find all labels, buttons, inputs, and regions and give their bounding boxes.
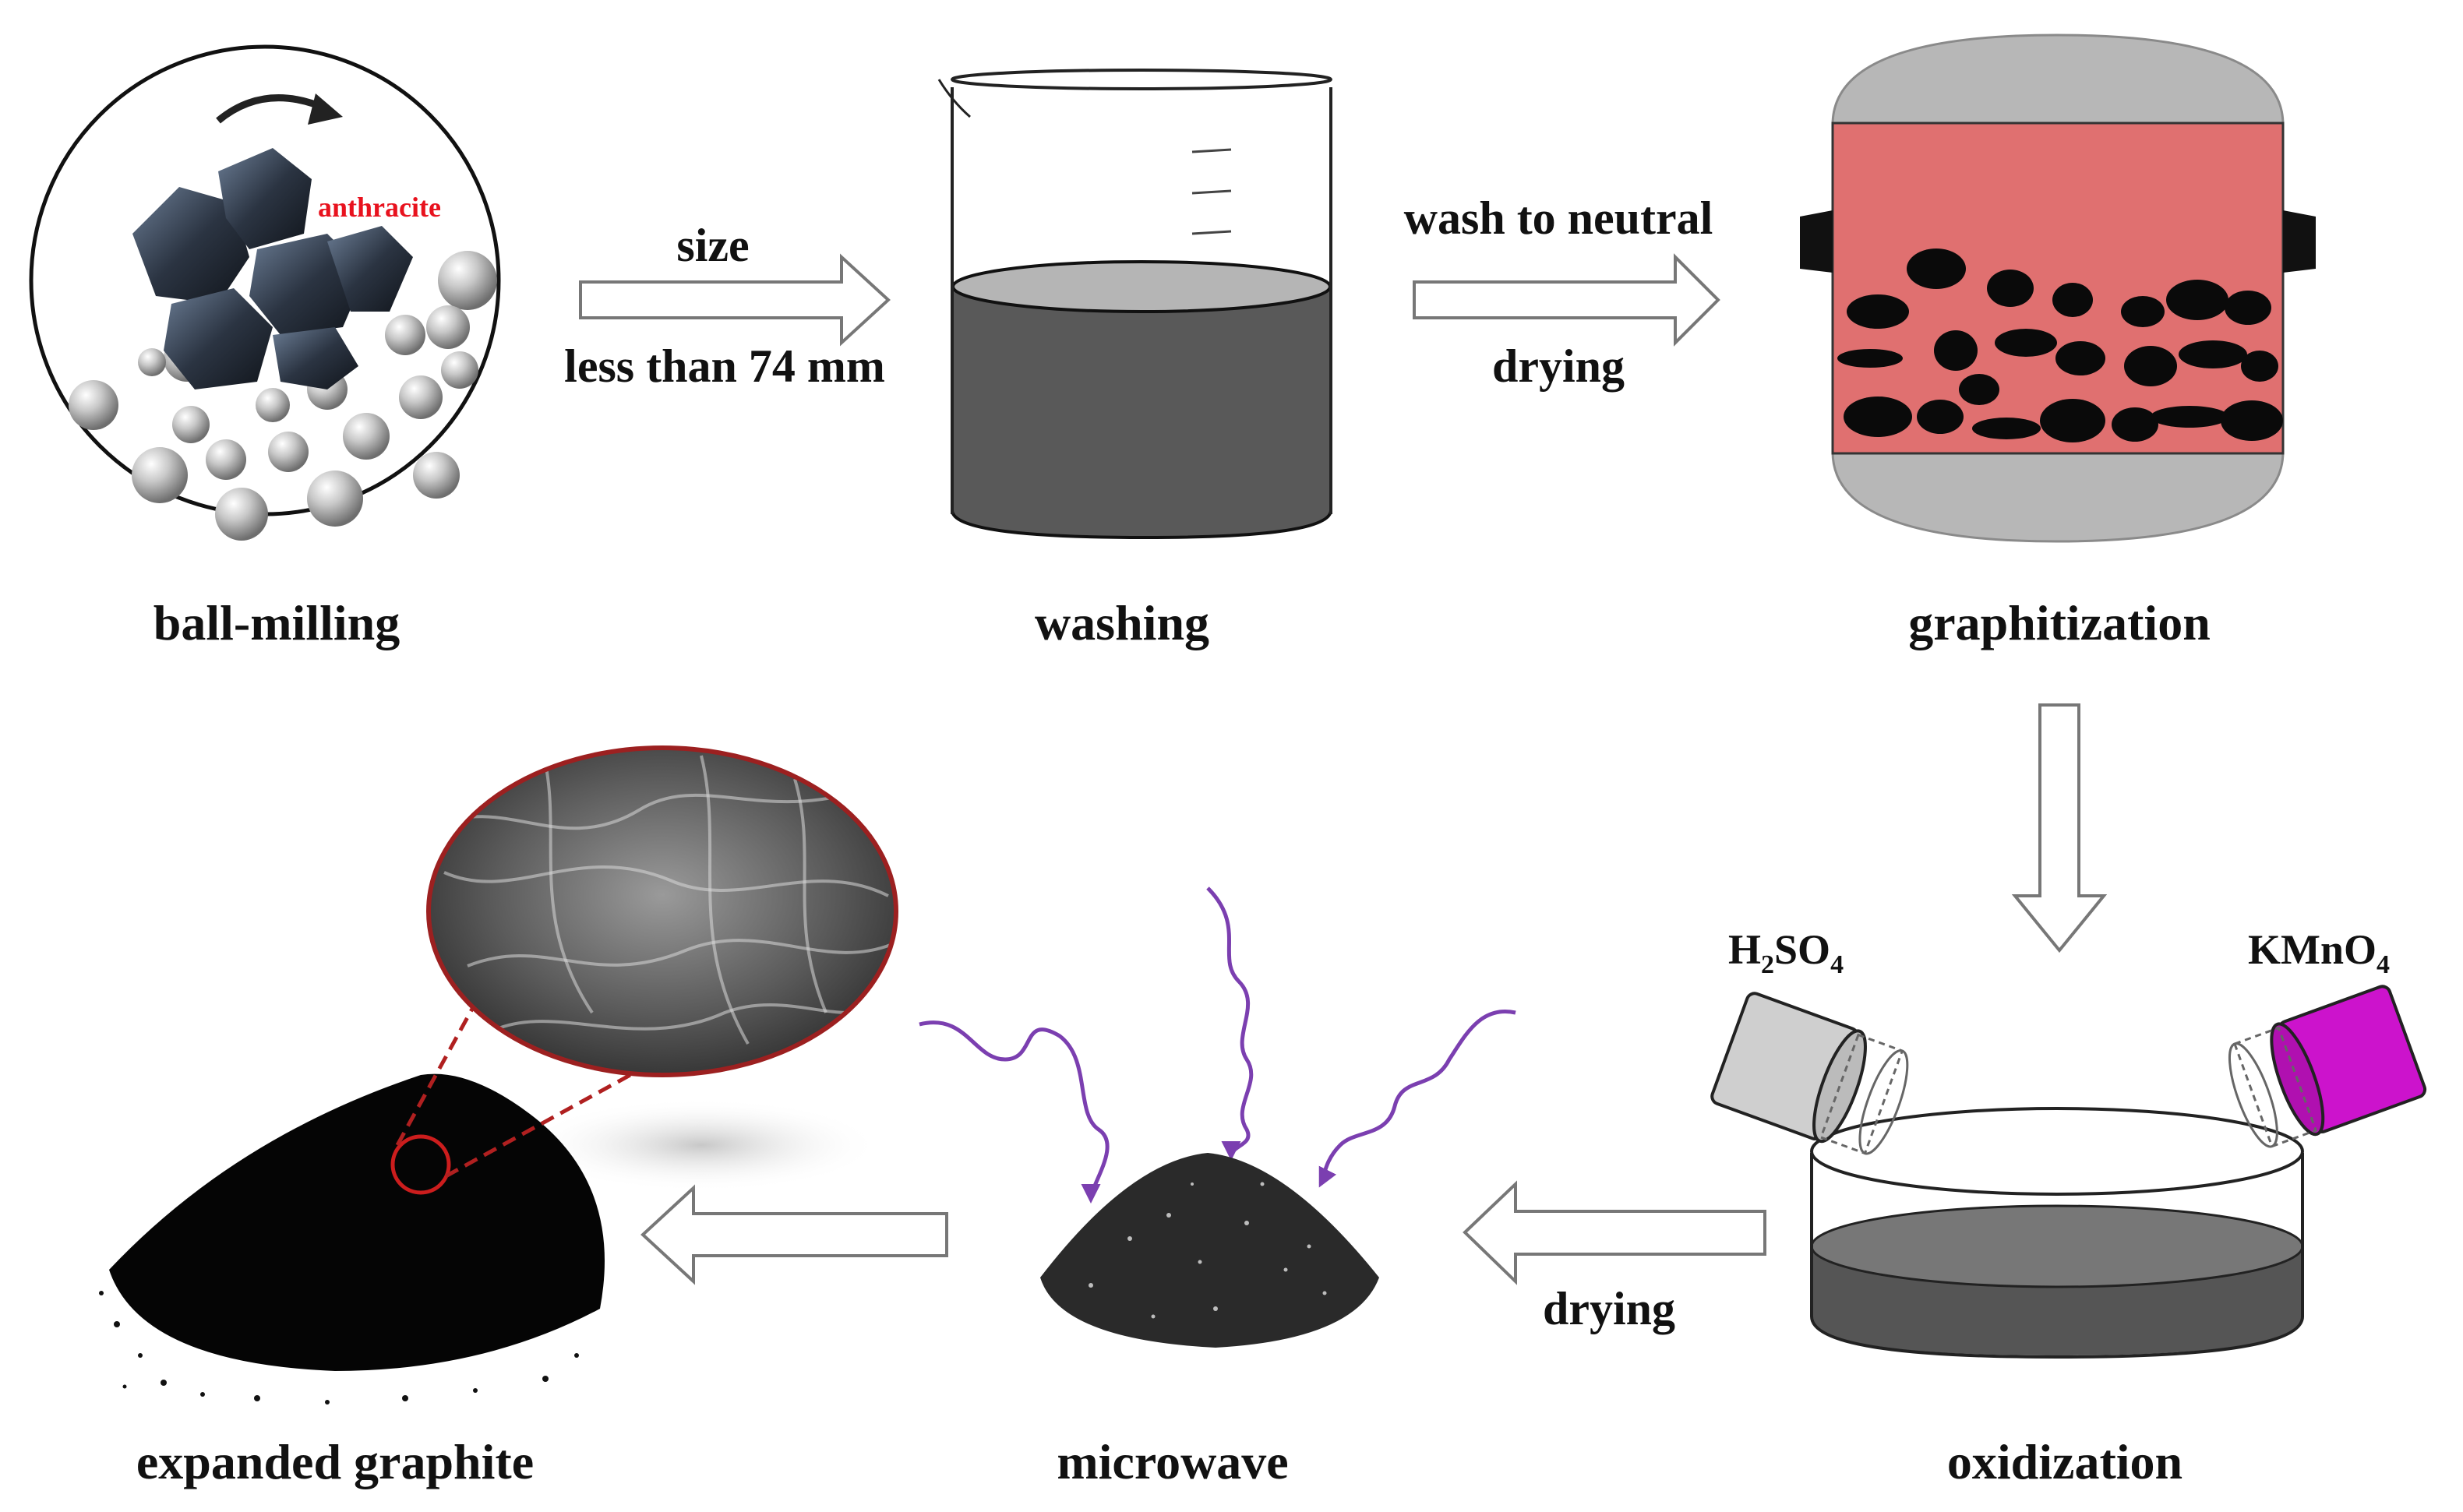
arrow2-bottom-label: drying: [1491, 340, 1625, 392]
stage-label-graphitization: graphitization: [1908, 595, 2211, 650]
sem-micrograph: [426, 745, 898, 1077]
stage-label-expanded-graphite: expanded graphite: [136, 1434, 535, 1489]
microwave-wave-icon: [1206, 886, 1254, 1161]
h2so4-sub-1: 2: [1761, 950, 1775, 979]
milling-balls: [69, 251, 497, 541]
expanded-graphite-pile: [99, 976, 880, 1405]
kmno4-cup: [2228, 985, 2427, 1148]
h2so4-part-2: SO: [1774, 926, 1831, 973]
microwave-powder-pile: [1040, 1153, 1379, 1348]
arrow-to-microwave: [1463, 1180, 1766, 1285]
anthracite-chunks: [132, 148, 413, 389]
arrow-to-expanded-graphite: [640, 1184, 948, 1285]
washing-beaker: [937, 69, 1332, 540]
ball-mill-jar: [29, 44, 501, 541]
stage-label-ball-milling: ball-milling: [153, 595, 401, 650]
arrow-wash-dry: [1413, 253, 1720, 347]
rotation-arrowhead: [308, 93, 343, 125]
arrow-to-oxidization: [2011, 703, 2108, 953]
arrow2-top-label: wash to neutral: [1403, 192, 1713, 244]
stage-label-oxidization: oxidization: [1946, 1434, 2183, 1489]
graphite-particles: [1837, 248, 2283, 442]
reagent-label-kmno4: KMnO4: [2248, 929, 2390, 978]
kmno4-part-1: KMnO: [2248, 926, 2377, 973]
oxidization-dish: [1810, 1107, 2304, 1359]
arrow-size-reduction: [579, 253, 891, 347]
arrow4-bottom-label: drying: [1542, 1283, 1676, 1334]
zoom-line-right: [444, 1069, 639, 1179]
kmno4-sub-1: 4: [2377, 950, 2391, 979]
magnified-spot: [390, 1134, 451, 1195]
reagent-label-h2so4: H2SO4: [1728, 929, 1844, 978]
h2so4-cup: [1710, 992, 1909, 1155]
microwave-wave-icon: [1318, 1010, 1516, 1188]
stage-label-microwave: microwave: [1057, 1434, 1289, 1489]
beaker-graduations: [1191, 148, 1232, 235]
arrow1-top-label: size: [676, 220, 750, 271]
stage-label-washing: washing: [1034, 595, 1210, 650]
arrow1-bottom-label: less than 74 mm: [564, 340, 885, 392]
h2so4-sub-2: 4: [1830, 950, 1844, 979]
microwave-wave-icon: [919, 1020, 1110, 1204]
anthracite-label: anthracite: [318, 192, 441, 223]
h2so4-part-1: H: [1728, 926, 1762, 973]
graphitization-furnace: [1800, 33, 2316, 543]
microwave-waves: [919, 886, 1516, 1204]
